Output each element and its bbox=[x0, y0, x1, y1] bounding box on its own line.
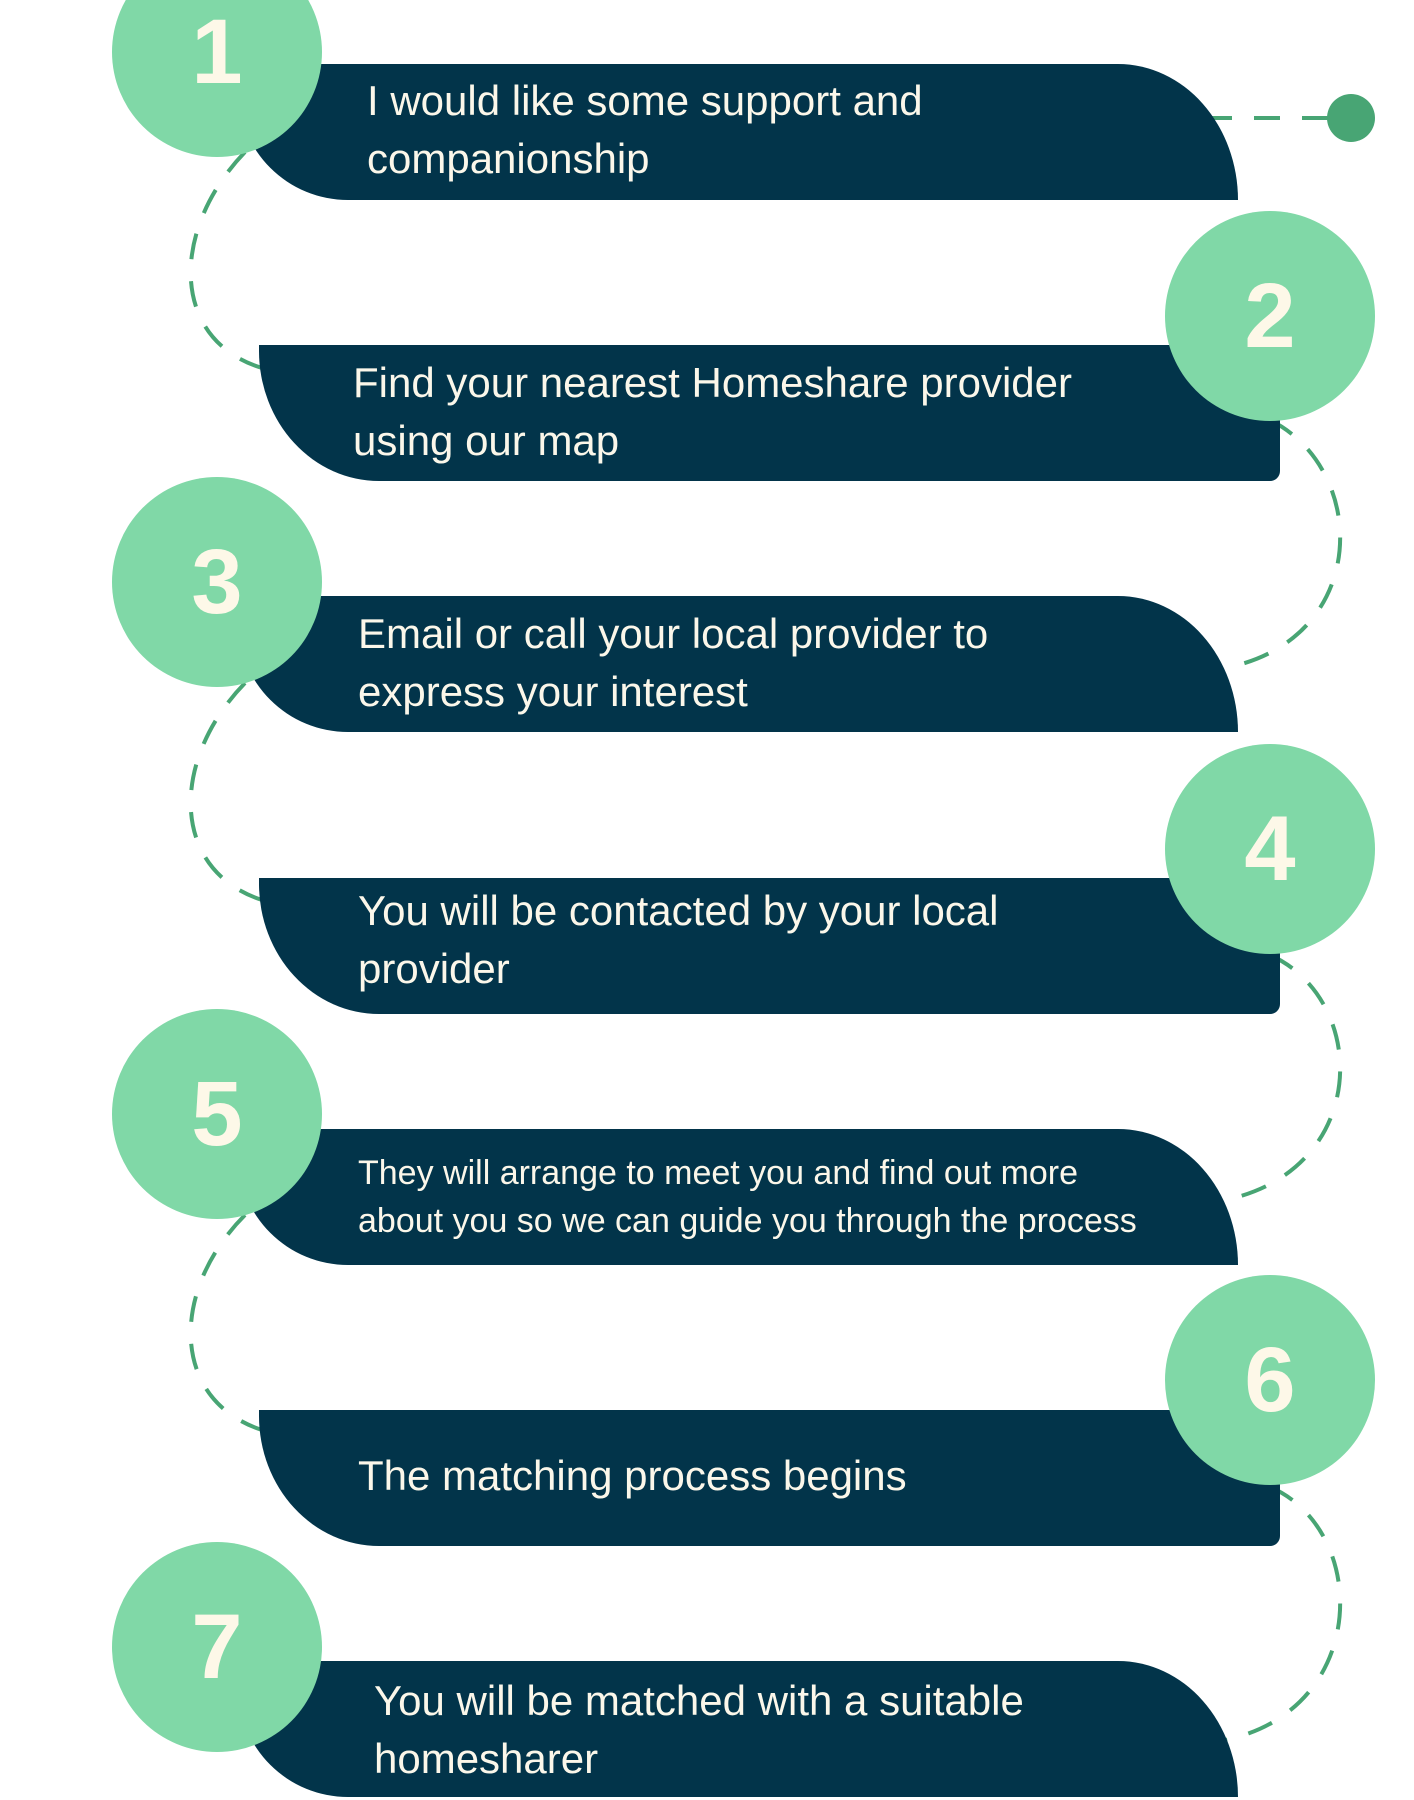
step-1-bar bbox=[238, 64, 1238, 200]
step-2-text: Find your nearest Homeshare provider usi… bbox=[353, 354, 1072, 470]
step-6-number: 6 bbox=[1244, 1328, 1296, 1431]
step-5-bar bbox=[238, 1129, 1238, 1265]
step-3-bar bbox=[238, 596, 1238, 732]
step-3-line-1: Email or call your local provider to bbox=[358, 610, 989, 657]
step-4-text: You will be contacted by your local prov… bbox=[358, 882, 999, 998]
step-7-number: 7 bbox=[191, 1595, 243, 1698]
step-3-line-2: express your interest bbox=[358, 668, 748, 715]
step-2-number: 2 bbox=[1244, 264, 1296, 367]
step-5-line-1: They will arrange to meet you and find o… bbox=[358, 1154, 1079, 1192]
step-7-line-1: You will be matched with a suitable bbox=[374, 1677, 1024, 1724]
step-6-text: The matching process begins bbox=[358, 1447, 907, 1505]
step-2-bar bbox=[259, 345, 1280, 481]
step-5-text: They will arrange to meet you and find o… bbox=[358, 1149, 1137, 1245]
step-4-number: 4 bbox=[1244, 797, 1296, 900]
step-6-line-1: The matching process begins bbox=[358, 1452, 907, 1499]
step-7-line-2: homesharer bbox=[374, 1735, 599, 1782]
step-2-line-2: using our map bbox=[353, 417, 620, 464]
step-3-badge: 3 bbox=[112, 477, 322, 687]
step-1-number: 1 bbox=[191, 0, 243, 103]
step-2-line-1: Find your nearest Homeshare provider bbox=[353, 359, 1073, 406]
step-6-badge: 6 bbox=[1165, 1275, 1375, 1485]
step-3-text: Email or call your local provider to exp… bbox=[358, 605, 988, 721]
step-5-badge: 5 bbox=[112, 1009, 322, 1219]
step-4-line-2: provider bbox=[358, 945, 510, 992]
step-4-badge: 4 bbox=[1165, 744, 1375, 954]
step-1-line-2: companionship bbox=[367, 135, 650, 182]
step-1-text: I would like some support and companions… bbox=[367, 72, 923, 188]
step-7-badge: 7 bbox=[112, 1542, 322, 1752]
step-2-badge: 2 bbox=[1165, 211, 1375, 421]
start-dot bbox=[1327, 94, 1375, 142]
step-4-line-1: You will be contacted by your local bbox=[358, 887, 999, 934]
step-6-bar bbox=[259, 1410, 1280, 1546]
step-4-bar bbox=[259, 878, 1280, 1014]
step-1-line-1: I would like some support and bbox=[367, 77, 923, 124]
step-7-bar bbox=[238, 1661, 1238, 1797]
step-5-number: 5 bbox=[191, 1062, 243, 1165]
step-3-number: 3 bbox=[191, 530, 243, 633]
step-5-line-2: about you so we can guide you through th… bbox=[358, 1202, 1137, 1240]
step-7-text: You will be matched with a suitable home… bbox=[374, 1672, 1024, 1788]
